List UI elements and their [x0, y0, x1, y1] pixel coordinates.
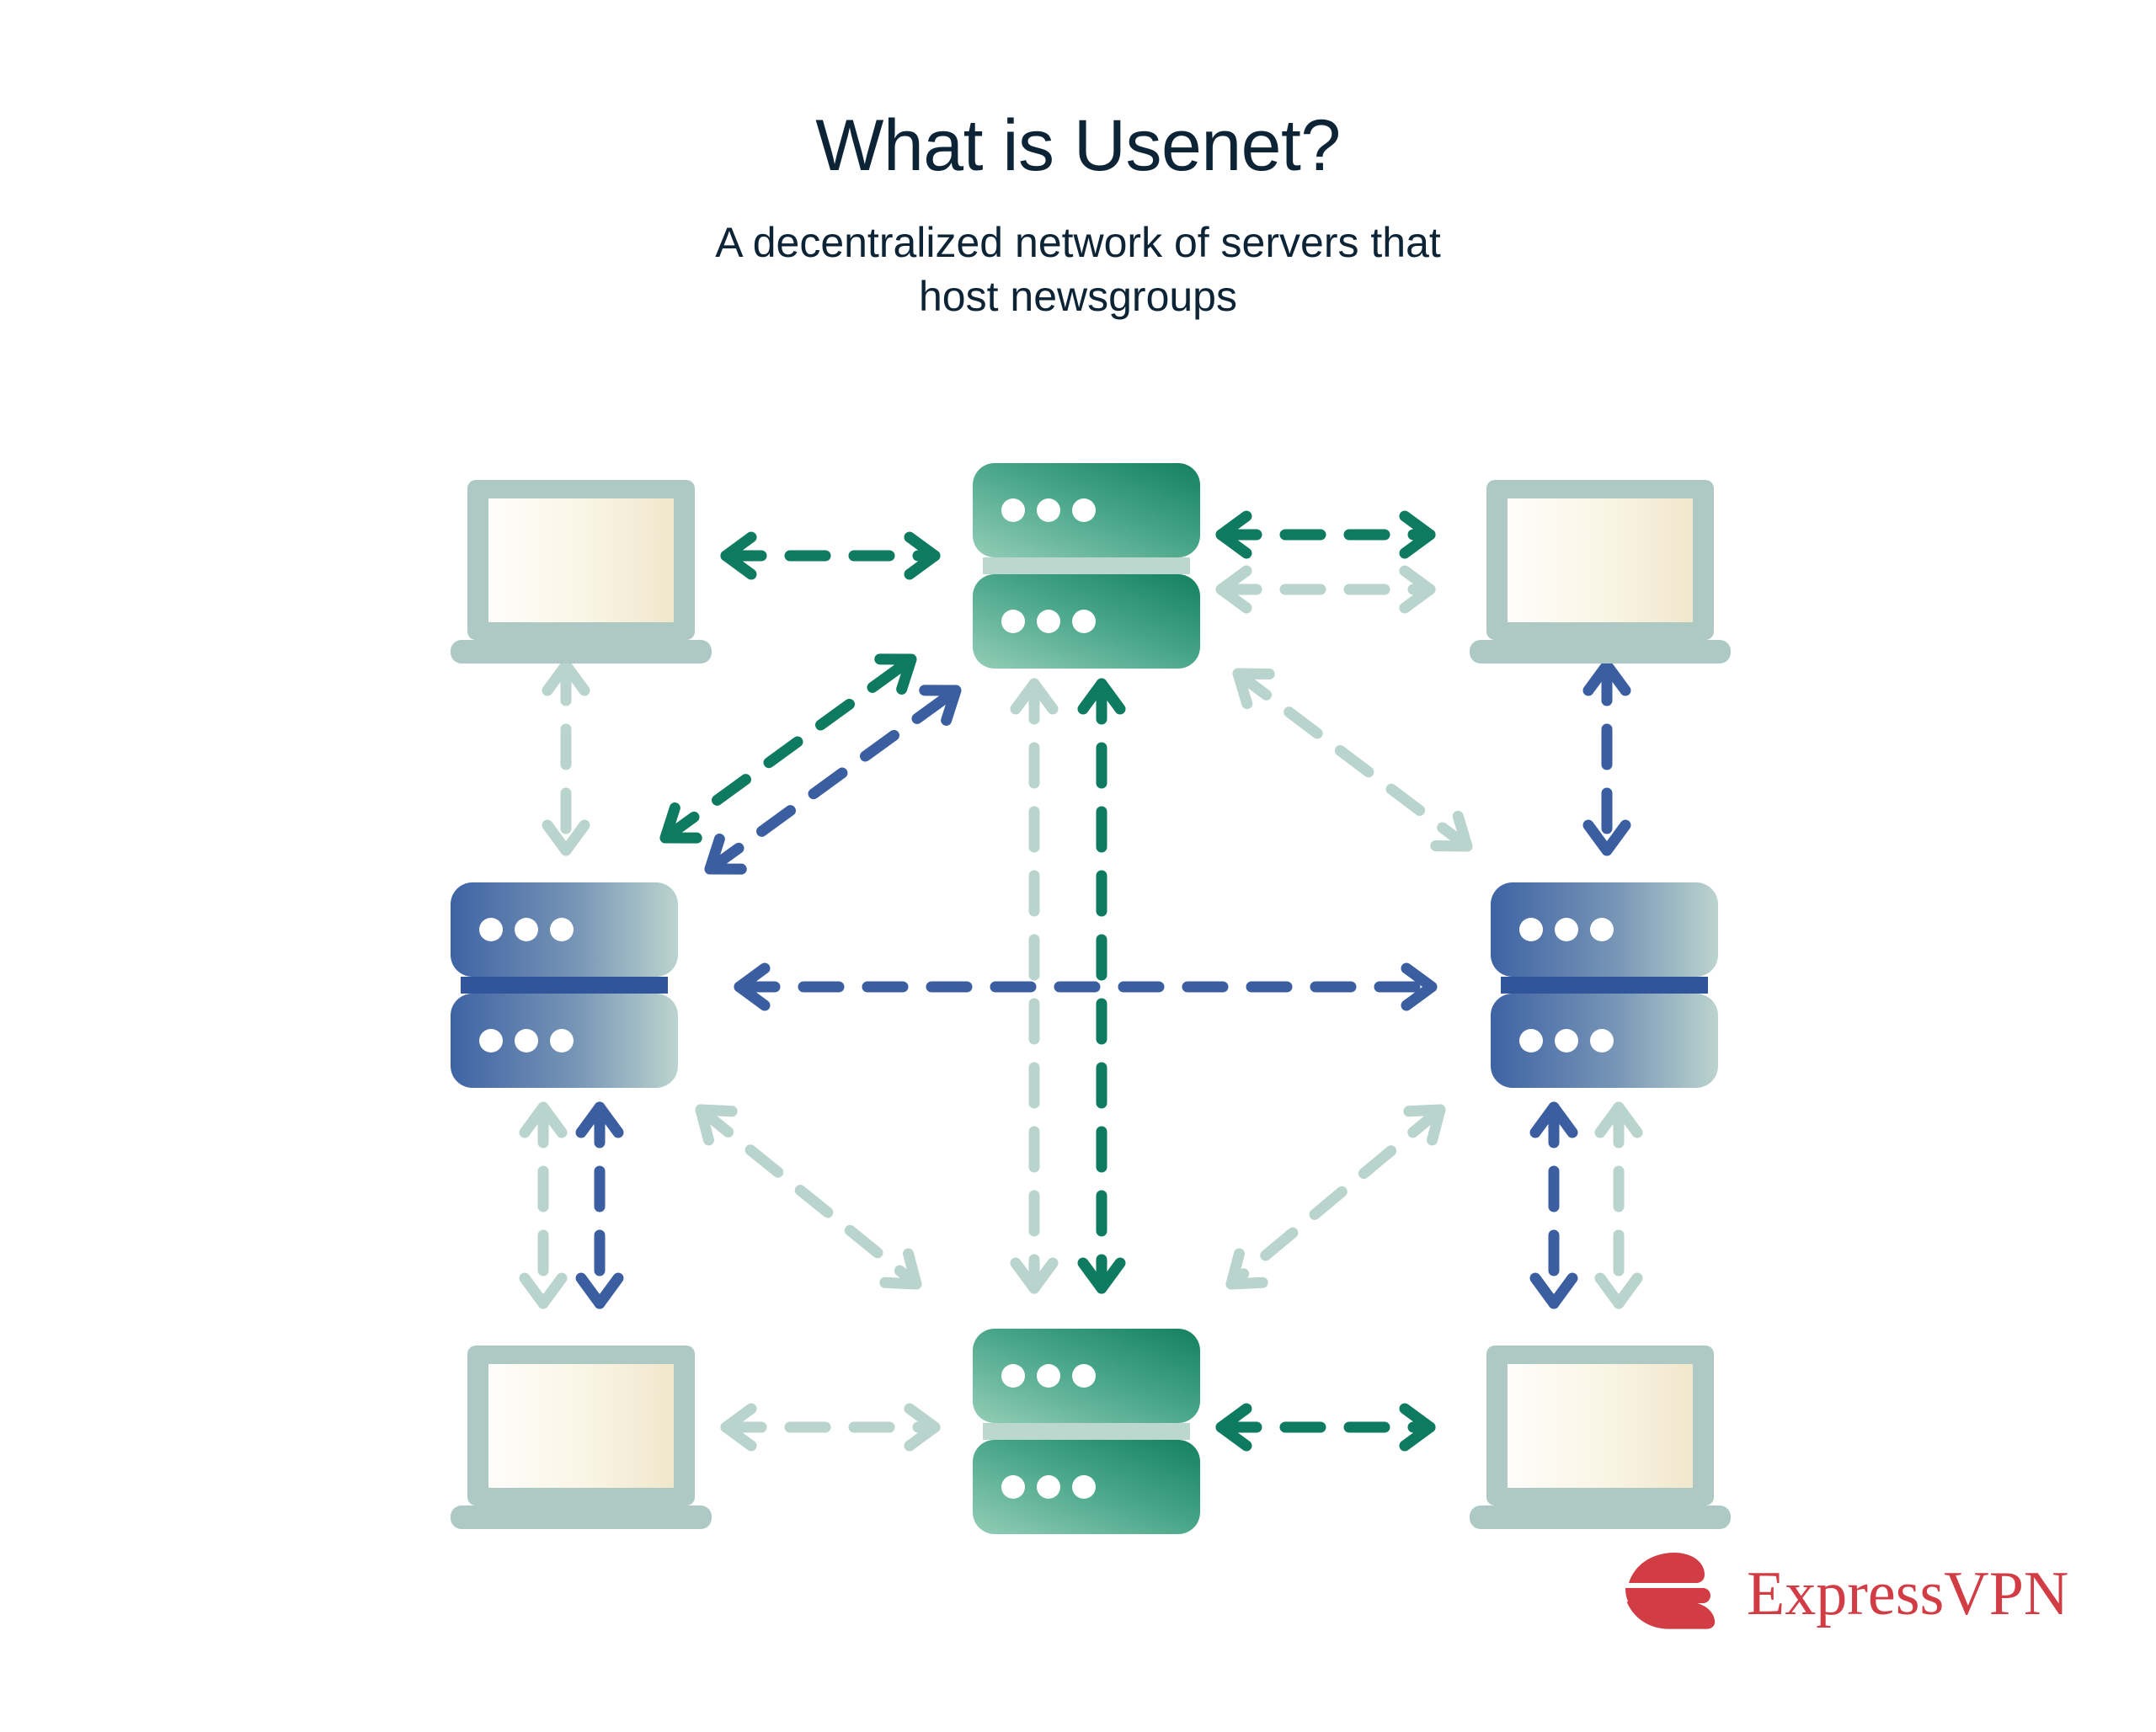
- link-topserver-bottomserver-a: [1016, 678, 1053, 1294]
- server-icon: [973, 1329, 1200, 1534]
- node-laptop-bottom-left[interactable]: [451, 1346, 712, 1529]
- node-server-mid-right[interactable]: [1491, 882, 1718, 1088]
- link-midleft-topserver-b: [699, 675, 967, 884]
- node-laptop-top-left[interactable]: [451, 480, 712, 663]
- link-bottomleft-bottomserver: [720, 1409, 941, 1446]
- link-topserver-midright: [1227, 658, 1478, 861]
- link-midleft-midright: [734, 968, 1438, 1005]
- server-icon: [1491, 882, 1718, 1088]
- laptop-icon: [451, 480, 712, 663]
- brand-name: ExpressVPN: [1747, 1559, 2069, 1628]
- node-laptop-top-right[interactable]: [1470, 480, 1731, 663]
- link-topleft-midleft: [547, 659, 584, 856]
- page-title: What is Usenet?: [815, 105, 1341, 186]
- link-topserver-topright-a: [1215, 516, 1436, 553]
- link-midleft-bottomleft-a: [525, 1101, 562, 1309]
- link-midleft-topserver-a: [654, 644, 922, 853]
- link-topright-midright: [1588, 659, 1625, 856]
- link-midleft-bottomleft-b: [581, 1101, 618, 1309]
- expressvpn-logo-mark-icon: [1625, 1553, 1716, 1629]
- header: What is Usenet? A decentralized network …: [0, 0, 2156, 323]
- link-midright-bottomright-b: [1600, 1101, 1637, 1309]
- link-bottomserver-bottomright: [1215, 1409, 1436, 1446]
- links-layer: [525, 516, 1637, 1446]
- link-midright-bottomright-a: [1535, 1101, 1572, 1309]
- node-laptop-bottom-right[interactable]: [1470, 1346, 1731, 1529]
- link-midright-bottomserver: [1219, 1095, 1452, 1298]
- laptop-icon: [1470, 1346, 1731, 1529]
- laptop-icon: [451, 1346, 712, 1529]
- node-server-mid-left[interactable]: [451, 882, 678, 1088]
- page-subtitle: A decentralized network of servers that …: [715, 219, 1441, 321]
- node-server-bottom-center[interactable]: [973, 1329, 1200, 1534]
- link-midleft-bottomserver: [689, 1095, 928, 1298]
- laptop-icon: [1470, 480, 1731, 663]
- server-icon: [451, 882, 678, 1088]
- link-topleft-topserver: [720, 537, 941, 574]
- link-topserver-bottomserver-b: [1083, 678, 1120, 1294]
- link-topserver-topright-b: [1215, 571, 1436, 608]
- server-icon: [973, 463, 1200, 669]
- brand-logo[interactable]: ExpressVPN: [1625, 1548, 2068, 1640]
- node-server-top-center[interactable]: [973, 463, 1200, 669]
